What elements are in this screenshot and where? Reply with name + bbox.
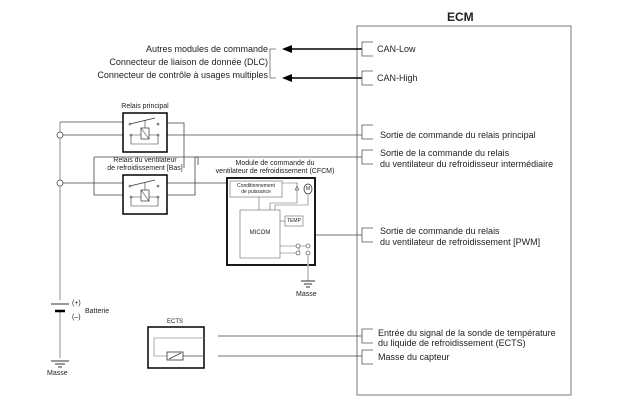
micom-label: MICOM [249, 230, 271, 236]
signal-wires [60, 121, 362, 357]
ecm-box [356, 25, 572, 396]
ecm-pin-pwm-fan-1: Sortie de commande du relais [380, 226, 500, 236]
cfcm-ground-icon [301, 280, 315, 288]
fan-relay-label-1: Relais du ventilateur [113, 157, 177, 164]
cfcm-module-symbol [226, 177, 316, 266]
cfcm-ground-label: Masse [296, 291, 317, 298]
junction [56, 131, 64, 139]
network-multi-purpose: Connecteur de contrôle à usages multiple… [97, 70, 268, 80]
ecm-pin-intercooler-fan-1: Sortie de la commande du relais [380, 148, 510, 158]
ecm-pin-intercooler-fan-2: du ventilateur du refroidisseur interméd… [380, 159, 554, 169]
ecm-pin-brackets [361, 41, 373, 365]
main-relay-symbol [122, 112, 168, 153]
ecm-title: ECM [447, 10, 474, 24]
can-low-line [282, 45, 362, 53]
cfcm-title-1: Module de commande du [235, 160, 315, 167]
battery-ground-label: Masse [47, 370, 68, 377]
ecm-pin-main-relay: Sortie de commande du relais principal [380, 130, 536, 140]
battery-symbol [51, 303, 69, 313]
motor-icon: M [305, 186, 311, 192]
main-relay-label: Relais principal [121, 103, 169, 110]
battery-label: Batterie [85, 308, 110, 315]
power-conditioning-label-1: Conditionnement [237, 183, 275, 189]
network-other-modules: Autres modules de commande [145, 44, 268, 54]
network-bracket [269, 48, 276, 79]
fan-low-relay-symbol [122, 174, 168, 215]
ecm-pin-ects-2: du liquide de refroidissement (ECTS) [378, 338, 526, 348]
battery-plus-label: (+) [72, 300, 81, 307]
cfcm-title-2: ventilateur de refroidissement (CFCM) [215, 168, 335, 175]
power-conditioning-label-2: de puissance [241, 189, 271, 195]
ecm-pin-can-low: CAN-Low [377, 44, 416, 54]
ecm-pin-sensor-ground: Masse du capteur [378, 352, 450, 362]
can-high-line [282, 74, 362, 82]
battery-ground-icon [51, 360, 69, 368]
ecm-pin-pwm-fan-2: du ventilateur de refroidissement [PWM] [380, 237, 541, 247]
junction [56, 179, 64, 187]
fan-relay-label-2: de refroidissement [Bas] [107, 165, 183, 172]
battery-minus-label: (–) [72, 314, 81, 321]
ects-sensor-symbol [147, 326, 205, 369]
ecm-pin-ects-1: Entrée du signal de la sonde de températ… [378, 328, 556, 338]
temp-label: TEMP [287, 218, 301, 224]
ects-label: ECTS [166, 319, 183, 325]
ecm-pin-can-high: CAN-High [377, 73, 418, 83]
network-dlc: Connecteur de liaison de donnée (DLC) [109, 57, 268, 67]
